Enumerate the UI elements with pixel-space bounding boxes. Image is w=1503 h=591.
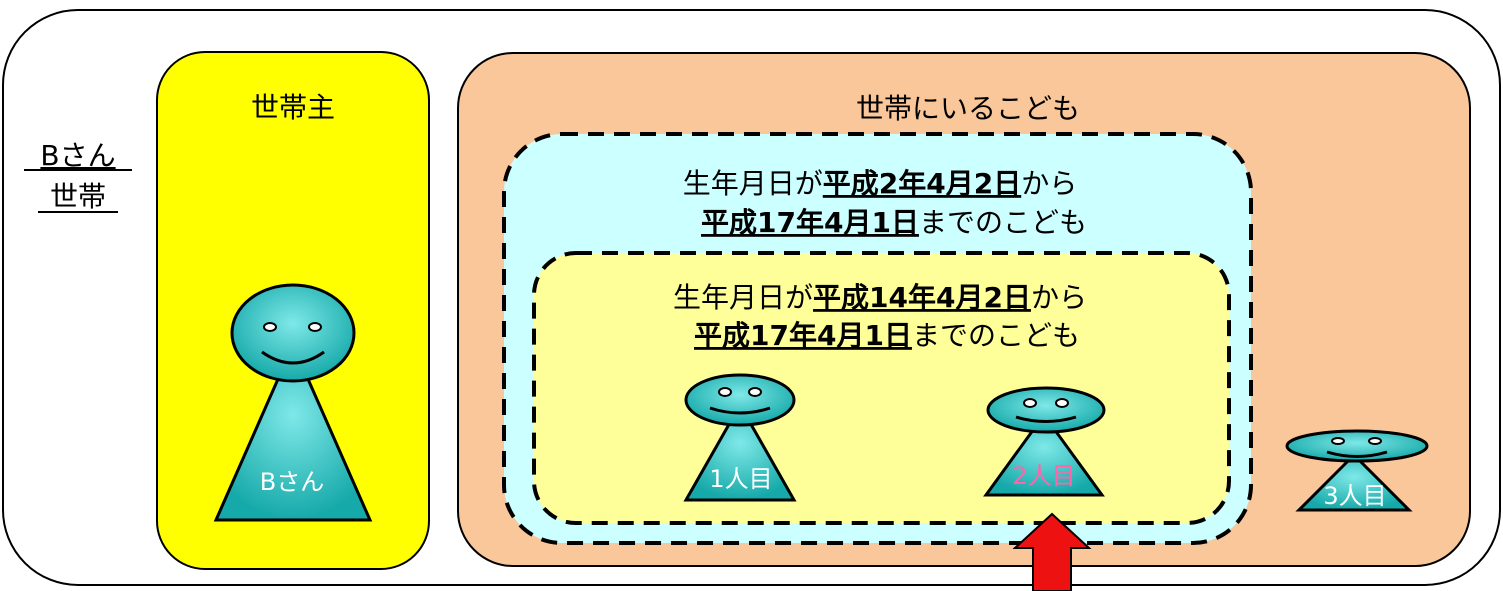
inner-group-line2: 平成17年4月1日までのこども — [694, 319, 1080, 352]
household-label-line1: Bさん — [40, 139, 115, 172]
inner-group-line1: 生年月日が平成14年4月2日から — [673, 281, 1087, 314]
household-label-line2: 世帯 — [50, 180, 106, 213]
person-figure-child-2 — [983, 386, 1106, 497]
person-figure-child-1 — [683, 373, 797, 502]
person-label-child-1: 1人目 — [709, 465, 772, 493]
head-of-household-title: 世帯主 — [251, 91, 335, 124]
person-label-head: Bさん — [260, 468, 324, 496]
outer-group-line2: 平成17年4月1日までのこども — [701, 206, 1087, 239]
red-arrow-up — [1012, 512, 1092, 591]
outer-group-line1: 生年月日が平成2年4月2日から — [683, 167, 1077, 200]
children-box-title: 世帯にいるこども — [856, 92, 1080, 125]
person-label-child-2: 2人目 — [1012, 462, 1075, 490]
person-figure-child-3 — [1285, 429, 1429, 512]
person-label-child-3: 3人目 — [1323, 482, 1386, 510]
person-figure-head — [213, 283, 373, 522]
